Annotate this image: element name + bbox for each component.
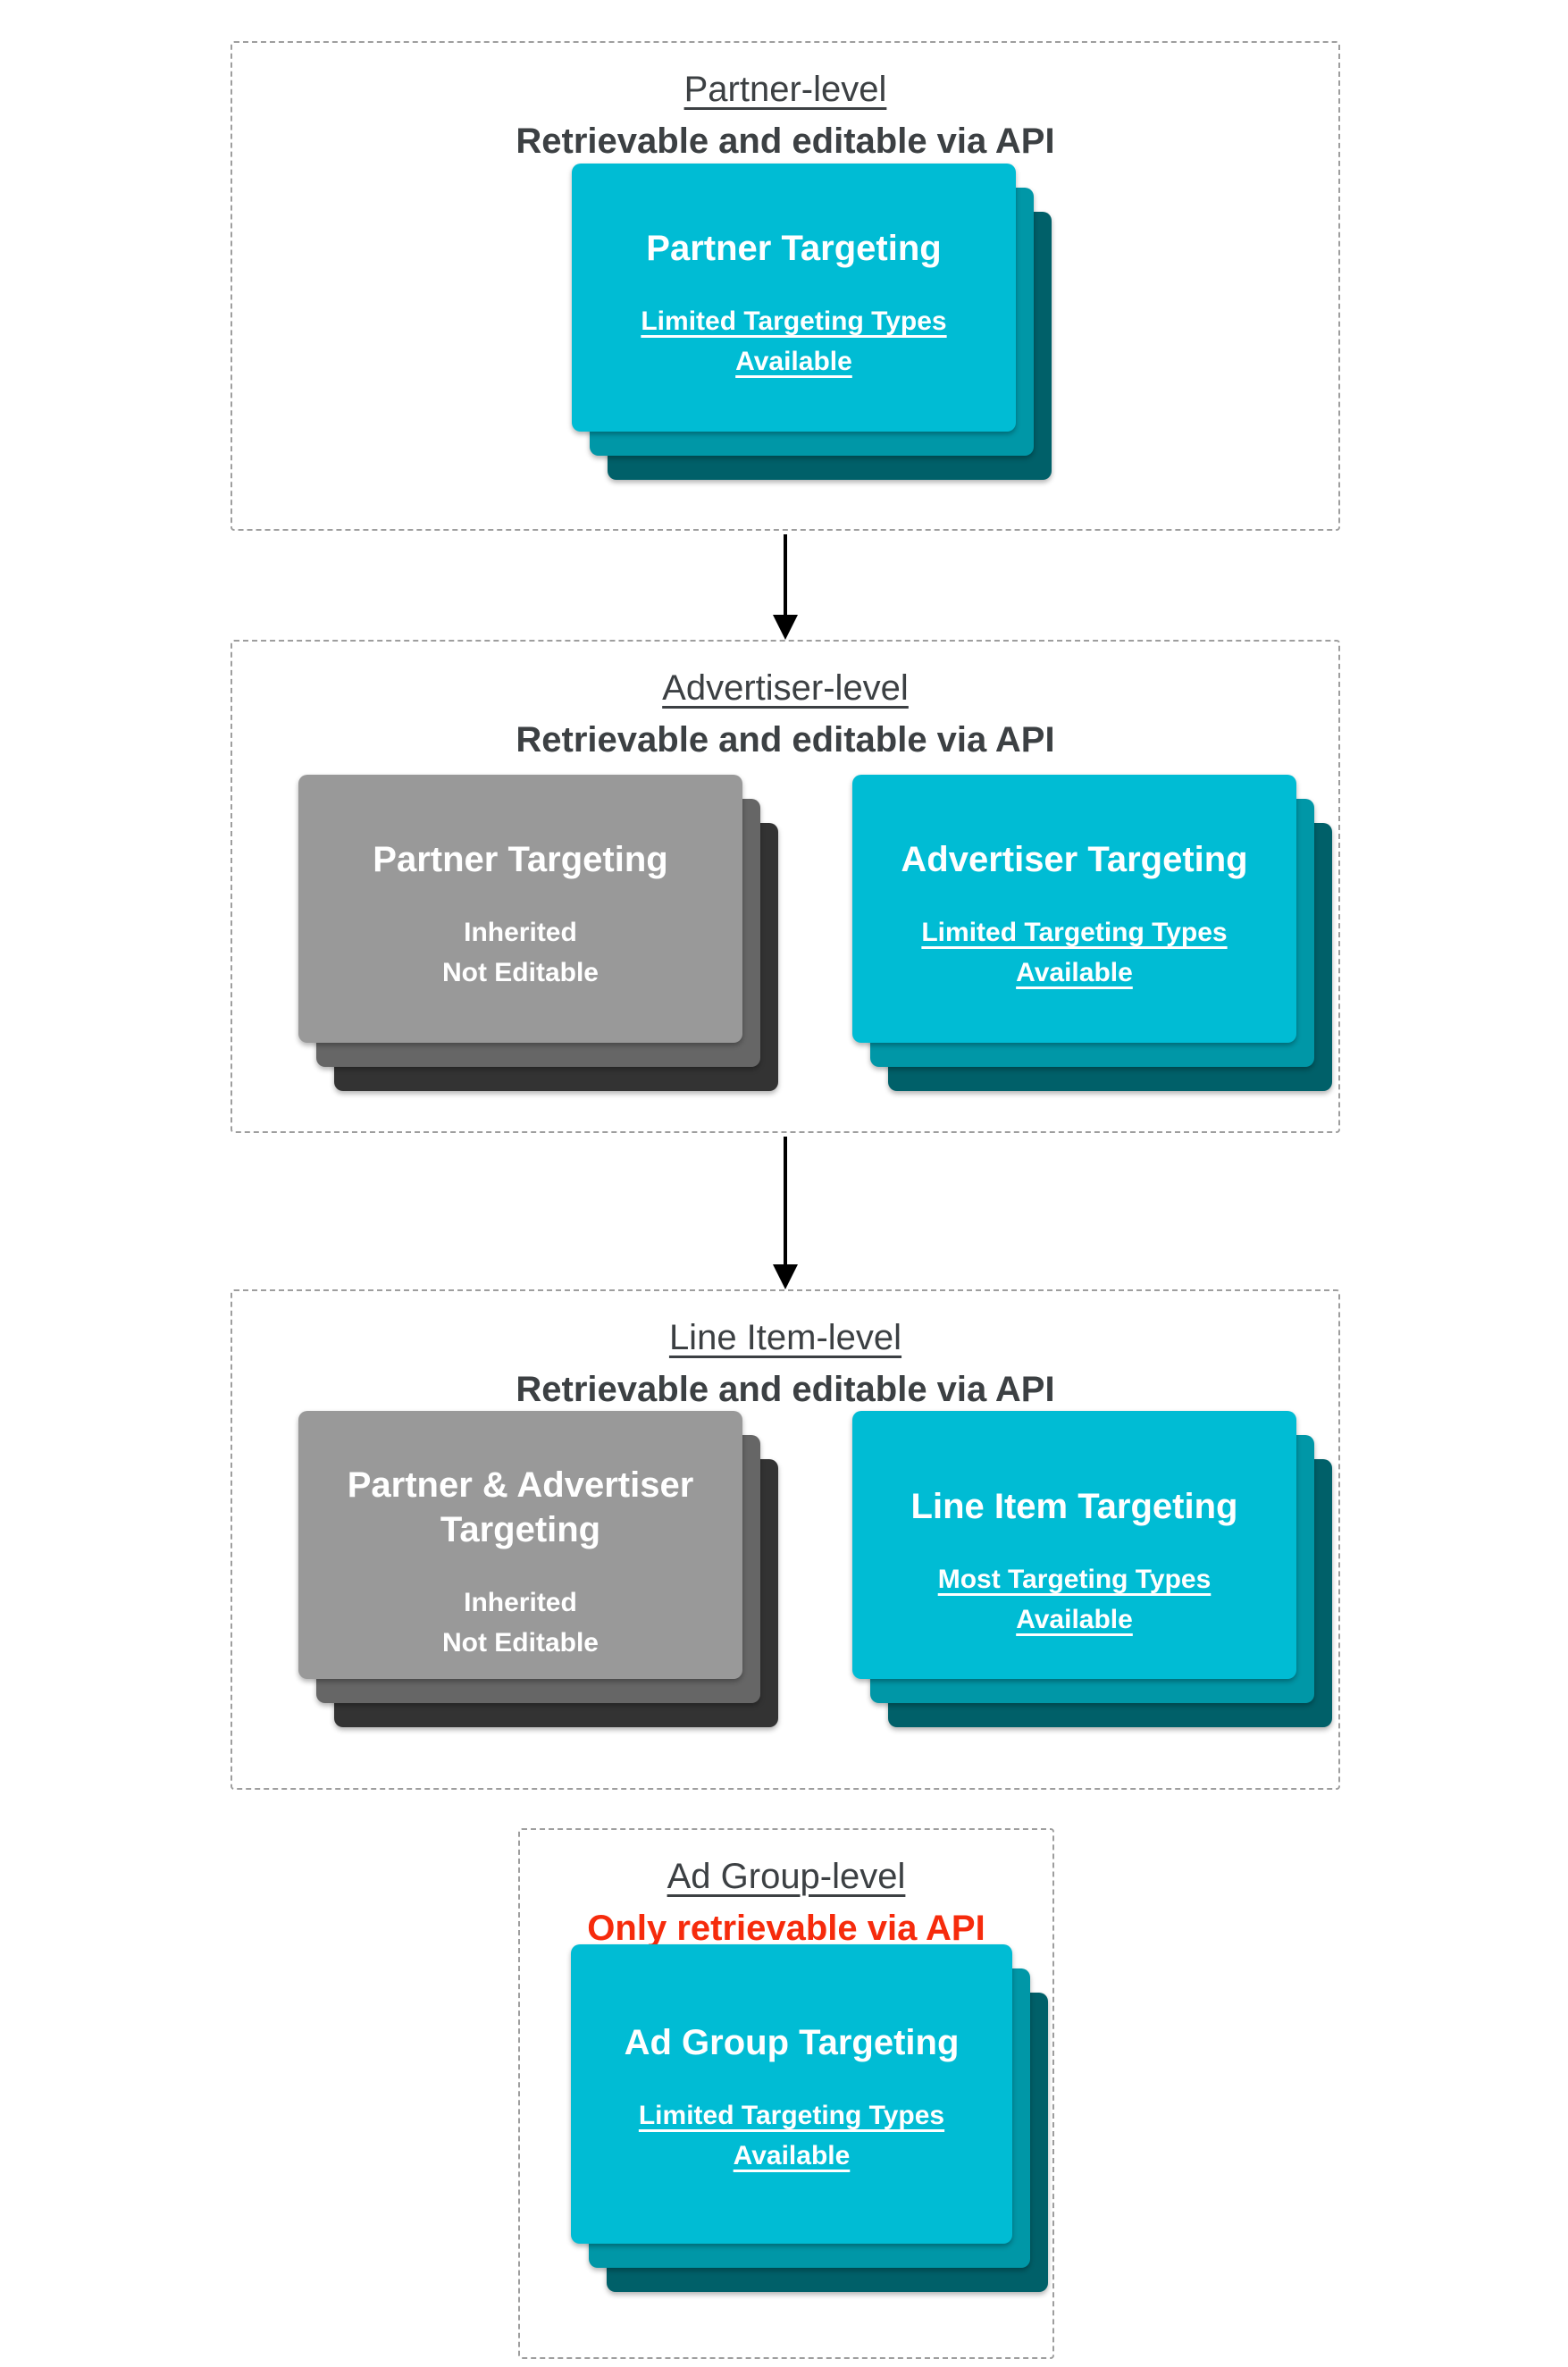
card-stack-line-item-targeting: Line Item Targeting Most Targeting Types…	[852, 1411, 1332, 1727]
card-front: Ad Group Targeting Limited Targeting Typ…	[571, 1944, 1012, 2244]
card-title: Partner & Advertiser Targeting	[347, 1465, 694, 1549]
section-subtitle: Retrievable and editable via API	[516, 1370, 1055, 1409]
card-subtitle-line1: Limited Targeting Types	[641, 306, 947, 336]
card-title: Ad Group Targeting	[624, 2023, 960, 2062]
section-ad-group-level: Ad Group-level Only retrievable via API …	[518, 1828, 1054, 2359]
card-stack-partner-targeting: Partner Targeting Limited Targeting Type…	[572, 164, 1052, 480]
card-title: Partner Targeting	[646, 229, 942, 268]
section-subtitle: Retrievable and editable via API	[516, 122, 1055, 161]
section-subtitle: Retrievable and editable via API	[516, 720, 1055, 760]
section-heading: Ad Group-level Only retrievable via API	[520, 1830, 1052, 1952]
card-subtitle-line2: Available	[733, 2141, 851, 2170]
section-heading: Line Item-level Retrievable and editable…	[232, 1291, 1338, 1413]
card-stack-ad-group-targeting: Ad Group Targeting Limited Targeting Typ…	[571, 1944, 1048, 2292]
card-subtitle-line2: Available	[1016, 958, 1133, 987]
section-title: Ad Group-level	[667, 1857, 906, 1896]
card-subtitle-line2: Not Editable	[441, 1628, 599, 1658]
card-front: Advertiser Targeting Limited Targeting T…	[852, 775, 1296, 1043]
card-front: Partner & Advertiser Targeting Inherited…	[298, 1411, 742, 1679]
card-stack-inherited-partner-targeting: Partner Targeting Inherited Not Editable	[298, 775, 778, 1091]
card-subtitle: Inherited Not Editable	[442, 1582, 599, 1663]
card-subtitle-line2: Not Editable	[441, 958, 599, 987]
section-subtitle: Only retrievable via API	[587, 1909, 985, 1948]
section-heading: Partner-level Retrievable and editable v…	[232, 43, 1338, 164]
card-title: Advertiser Targeting	[901, 840, 1248, 879]
card-subtitle-line2: Available	[735, 347, 852, 376]
card-subtitle: Most Targeting Types Available	[938, 1559, 1212, 1640]
card-subtitle-line1: Inherited	[464, 918, 577, 947]
section-line-item-level: Line Item-level Retrievable and editable…	[231, 1289, 1340, 1790]
flow-arrow-2	[773, 1137, 798, 1289]
card-title: Line Item Targeting	[910, 1487, 1238, 1526]
card-subtitle-line1: Inherited	[464, 1588, 577, 1617]
card-front: Partner Targeting Limited Targeting Type…	[572, 164, 1016, 432]
card-subtitle-line1: Limited Targeting Types	[638, 2101, 945, 2130]
card-front: Line Item Targeting Most Targeting Types…	[852, 1411, 1296, 1679]
arrow-head-icon	[773, 1264, 798, 1289]
card-stack-advertiser-targeting: Advertiser Targeting Limited Targeting T…	[852, 775, 1332, 1091]
card-subtitle-line2: Available	[1016, 1605, 1133, 1634]
card-front: Partner Targeting Inherited Not Editable	[298, 775, 742, 1043]
card-subtitle: Limited Targeting Types Available	[641, 301, 946, 382]
card-subtitle-line1: Limited Targeting Types	[921, 918, 1228, 947]
section-partner-level: Partner-level Retrievable and editable v…	[231, 41, 1340, 531]
section-advertiser-level: Advertiser-level Retrievable and editabl…	[231, 640, 1340, 1133]
section-title: Advertiser-level	[662, 668, 909, 708]
card-stack-inherited-partner-advertiser-targeting: Partner & Advertiser Targeting Inherited…	[298, 1411, 778, 1727]
card-subtitle: Limited Targeting Types Available	[921, 912, 1227, 993]
card-subtitle-line1: Most Targeting Types	[937, 1565, 1212, 1594]
card-subtitle: Inherited Not Editable	[442, 912, 599, 993]
card-subtitle: Limited Targeting Types Available	[639, 2095, 944, 2176]
flow-arrow-1	[773, 534, 798, 640]
section-title: Line Item-level	[668, 1318, 902, 1357]
card-title: Partner Targeting	[373, 840, 668, 879]
section-heading: Advertiser-level Retrievable and editabl…	[232, 642, 1338, 763]
section-title: Partner-level	[683, 70, 887, 109]
arrow-head-icon	[773, 615, 798, 640]
